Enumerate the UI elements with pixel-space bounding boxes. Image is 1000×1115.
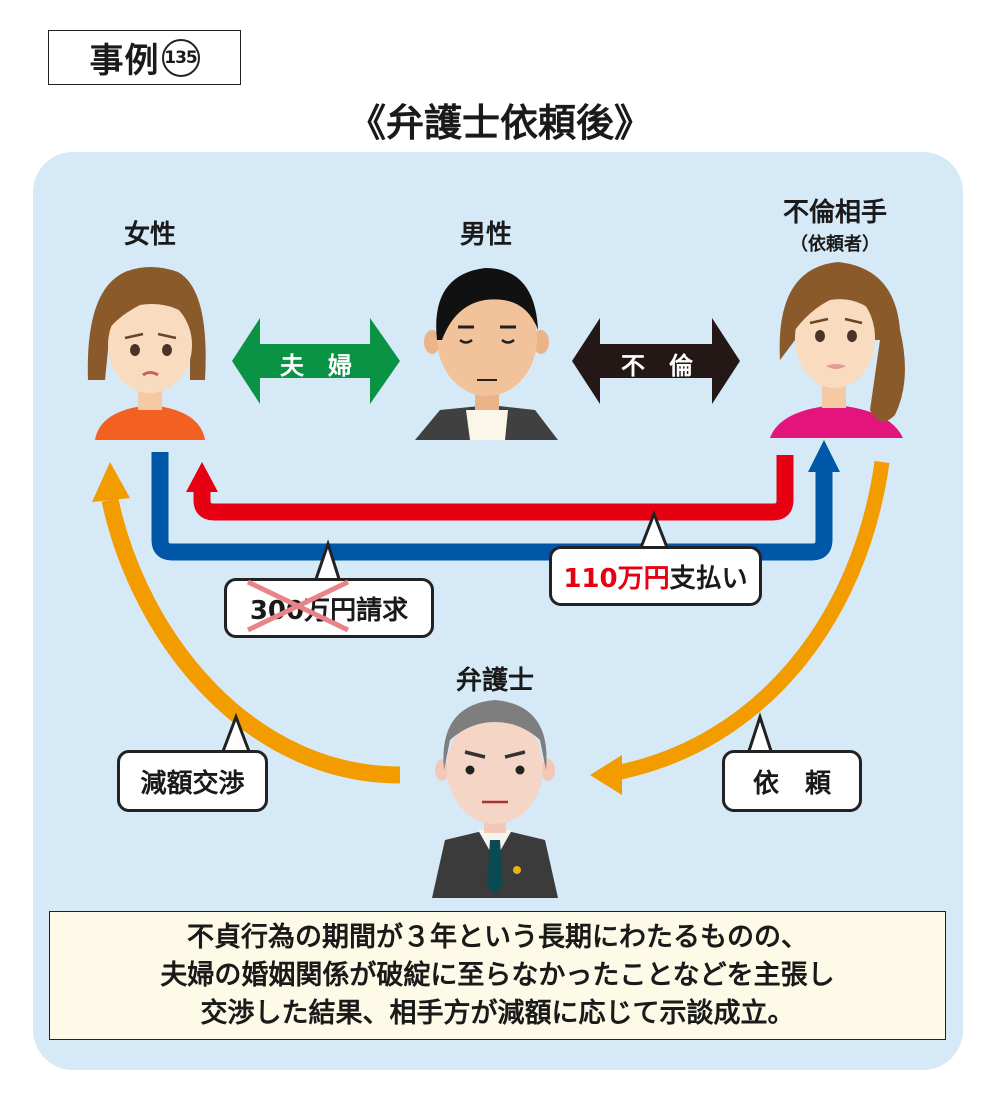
husband-label: 男性 bbox=[459, 220, 512, 250]
case-number: 135 bbox=[161, 38, 200, 77]
claim-arrow bbox=[151, 440, 840, 561]
claim-suffix: 請求 bbox=[356, 595, 409, 626]
woman-worried-icon bbox=[87, 267, 206, 440]
claim-struck-amount: 300万円 bbox=[246, 579, 356, 632]
payment-bubble: 110万円 支払い bbox=[549, 546, 762, 606]
lawyer-icon bbox=[432, 700, 558, 898]
affair-partner-label: 不倫相手 （依頼者） bbox=[755, 198, 915, 260]
payment-amount: 110万円 bbox=[563, 563, 670, 594]
page-title: 《弁護士依頼後》 bbox=[347, 101, 652, 145]
man-eyes-closed-icon bbox=[415, 268, 558, 440]
lawyer-label: 弁護士 bbox=[455, 666, 534, 696]
married-label: 夫 婦 bbox=[280, 352, 352, 380]
summary-line: 不貞行為の期間が３年という長期にわたるものの、 bbox=[187, 921, 808, 953]
claim-bubble: 300万円 請求 bbox=[224, 578, 434, 638]
summary-line: 夫婦の婚姻関係が破綻に至らなかったことなどを主張し bbox=[160, 959, 835, 991]
affair-partner-name: 不倫相手 bbox=[782, 198, 887, 228]
payment-suffix: 支払い bbox=[669, 563, 748, 594]
request-arrow bbox=[590, 460, 890, 795]
cross-out-icon bbox=[246, 579, 349, 632]
request-bubble-tail bbox=[745, 712, 775, 756]
case-label: 事例 bbox=[89, 41, 160, 81]
summary-line: 交渉した結果、相手方が減額に応じて示談成立。 bbox=[200, 997, 795, 1029]
negotiation-bubble: 減額交渉 bbox=[117, 750, 268, 812]
payment-arrow bbox=[186, 455, 794, 521]
negotiation-arrow bbox=[92, 462, 401, 784]
summary-box: 不貞行為の期間が３年という長期にわたるものの、 夫婦の婚姻関係が破綻に至らなかっ… bbox=[49, 911, 946, 1040]
request-bubble: 依 頼 bbox=[722, 750, 862, 812]
married-arrow bbox=[232, 318, 400, 404]
case-number-box: 事例 135 bbox=[48, 30, 241, 85]
wife-label: 女性 bbox=[123, 220, 176, 250]
affair-partner-sublabel: （依頼者） bbox=[790, 234, 880, 255]
affair-label: 不 倫 bbox=[621, 352, 693, 380]
woman-anxious-icon bbox=[770, 262, 905, 438]
affair-arrow bbox=[572, 318, 740, 404]
